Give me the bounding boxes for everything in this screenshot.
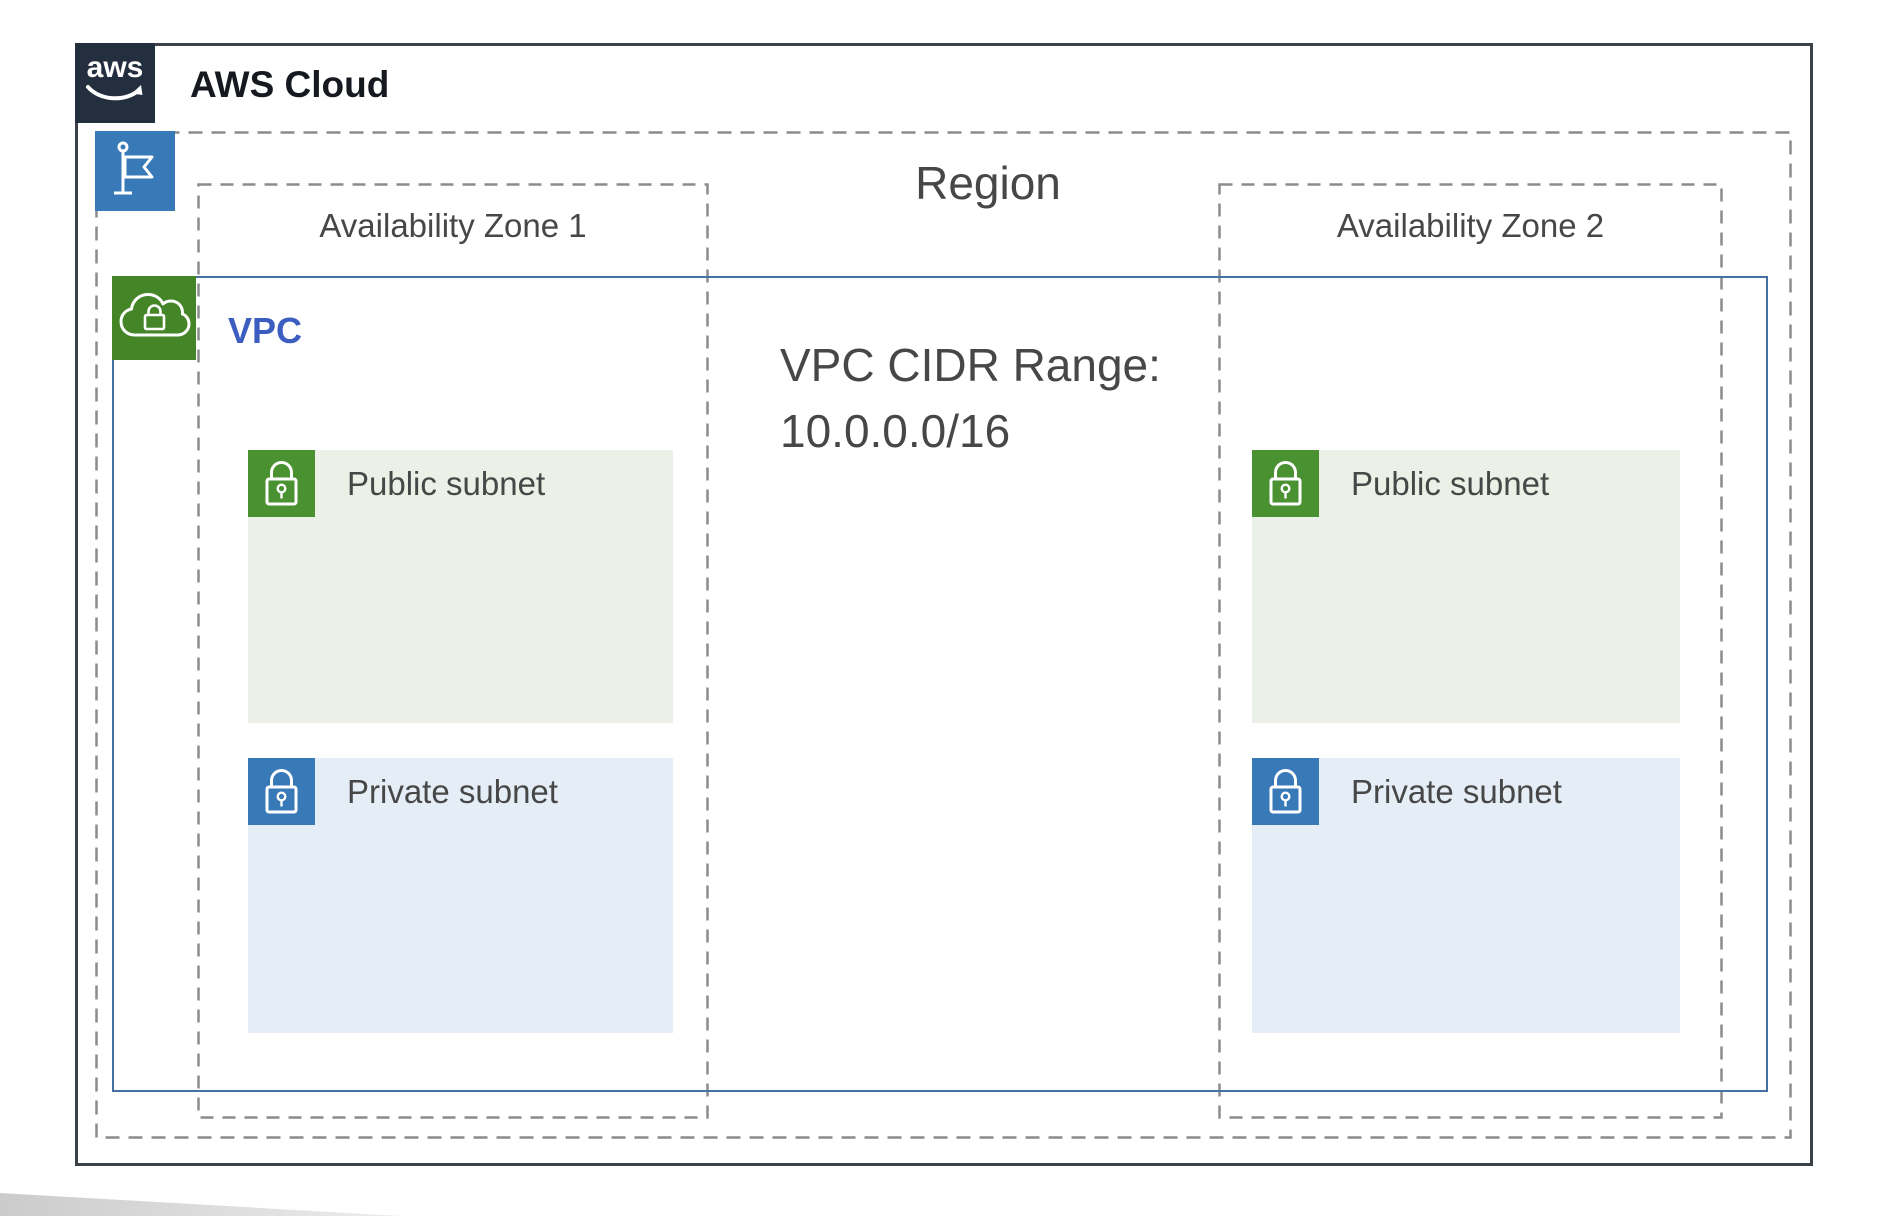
region-title: Region bbox=[915, 157, 1061, 209]
aws-logo-text: aws bbox=[86, 51, 144, 84]
vpc-group-box bbox=[112, 276, 1768, 1092]
availability-zone-2-box bbox=[1218, 183, 1723, 1119]
public-subnet-label: Public subnet bbox=[1351, 464, 1550, 502]
public-subnet-lock-icon bbox=[248, 450, 315, 517]
public-subnet-label: Public subnet bbox=[347, 464, 546, 502]
vpc-cidr-range-text: VPC CIDR Range: 10.0.0.0/16 bbox=[780, 332, 1161, 464]
vpc-cloud-lock-icon bbox=[112, 276, 196, 360]
az2-public-subnet-box: Public subnet bbox=[1252, 450, 1680, 723]
availability-zone-2-title: Availability Zone 2 bbox=[1336, 207, 1605, 244]
region-flag-icon bbox=[95, 131, 175, 211]
availability-zone-1-box bbox=[197, 183, 709, 1119]
vpc-title: VPC bbox=[228, 310, 303, 351]
public-subnet-lock-icon bbox=[1252, 450, 1319, 517]
private-subnet-lock-icon bbox=[1252, 758, 1319, 825]
private-subnet-label: Private subnet bbox=[347, 772, 558, 810]
region-group-box bbox=[95, 131, 1792, 1139]
aws-smile-icon bbox=[86, 85, 143, 101]
az1-private-subnet-box: Private subnet bbox=[248, 758, 673, 1033]
page-curl-decoration bbox=[0, 1193, 400, 1216]
vpc-cidr-value: 10.0.0.0/16 bbox=[780, 405, 1011, 457]
vpc-cidr-heading: VPC CIDR Range: bbox=[780, 339, 1161, 391]
aws-cloud-title: AWS Cloud bbox=[190, 64, 390, 105]
private-subnet-label: Private subnet bbox=[1351, 772, 1562, 810]
az2-private-subnet-box: Private subnet bbox=[1252, 758, 1680, 1033]
az1-public-subnet-box: Public subnet bbox=[248, 450, 673, 723]
private-subnet-lock-icon bbox=[248, 758, 315, 825]
availability-zone-1-title: Availability Zone 1 bbox=[319, 207, 587, 244]
aws-logo: aws bbox=[75, 43, 155, 123]
